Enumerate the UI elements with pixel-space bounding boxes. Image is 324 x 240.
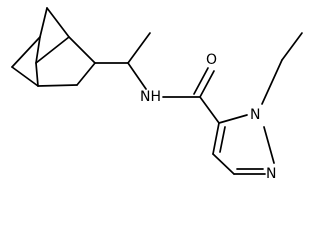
- bond: [127, 62, 147, 90]
- bond: [199, 70, 215, 98]
- bond: [261, 59, 283, 105]
- atom-label-n1: N: [250, 107, 260, 123]
- bond: [68, 36, 96, 64]
- pyrazole-ring: [212, 114, 275, 175]
- bond: [11, 66, 39, 87]
- bond: [199, 96, 220, 124]
- bond: [193, 67, 209, 95]
- atom-label-n2: N: [266, 166, 276, 182]
- amide-group: [162, 67, 220, 124]
- molecule-structure: NH O N N: [11, 7, 303, 182]
- bond: [281, 32, 303, 61]
- bond: [218, 114, 248, 124]
- bond: [39, 7, 48, 38]
- bond: [219, 126, 226, 153]
- bond: [212, 122, 220, 155]
- bond: [127, 32, 151, 64]
- bond: [212, 153, 235, 175]
- atom-label-oxygen: O: [206, 52, 217, 68]
- ethyl-linker: [94, 32, 151, 90]
- bond: [11, 36, 41, 68]
- atom-label-nh: NH: [140, 89, 161, 105]
- bond: [263, 126, 275, 164]
- bond: [76, 62, 96, 86]
- bond: [35, 36, 41, 64]
- bond: [35, 36, 70, 64]
- n-ethyl: [261, 32, 303, 105]
- bond: [35, 62, 39, 87]
- bond: [46, 7, 70, 38]
- bond: [37, 84, 78, 87]
- norbornane-ring: [11, 7, 96, 87]
